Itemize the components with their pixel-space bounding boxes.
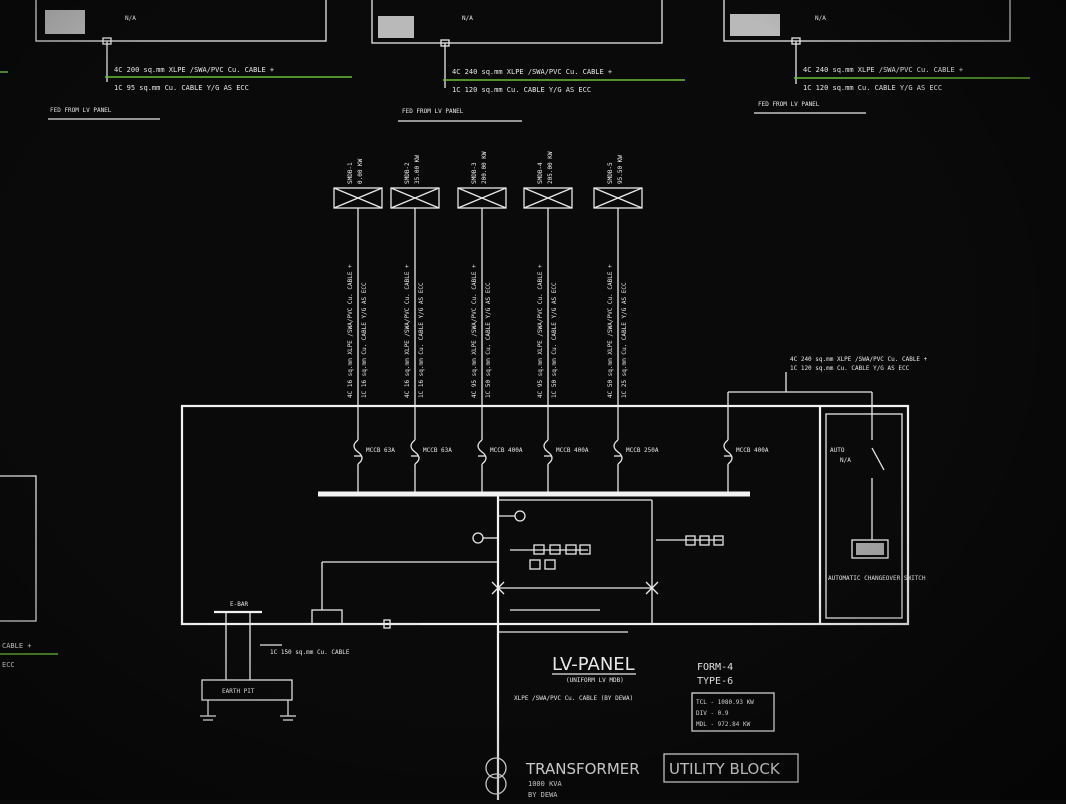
feeder-cable-4c: 4C 200 sq.mm XLPE /SWA/PVC Cu. CABLE + [114,66,274,74]
utility-block-label: UTILITY BLOCK [669,760,781,778]
breaker-4: MCCB 400A [543,406,589,494]
top-feeder-3: N/A 4C 240 sq.mm XLPE /SWA/PVC Cu. CABLE… [723,0,1030,114]
smdb-load: 205.00 KW [547,151,554,184]
incoming-cable-label: XLPE /SWA/PVC Cu. CABLE (BY DEWA) [514,695,633,702]
utility-block-box: UTILITY BLOCK [663,753,799,783]
top-feeder-2: N/A 4C 240 sq.mm XLPE /SWA/PVC Cu. CABLE… [371,0,685,122]
auto-label: AUTO [830,447,845,454]
feeder-cable-4c: 4C 240 sq.mm XLPE /SWA/PVC Cu. CABLE + [803,66,963,74]
breaker-rating: MCCB 400A [736,447,769,454]
breaker-6: MCCB 400A [723,406,769,494]
right-cable-line2: 1C 120 sq.mm Cu. CABLE Y/G AS ECC [790,365,910,372]
smdb-name: SMDB-4 [537,162,544,184]
fed-from-label: FED FROM LV PANEL [50,107,112,114]
smdb-cable: 4C 16 sq.mm XLPE /SWA/PVC Cu. CABLE + [404,264,411,398]
smdb-load: 0.00 KW [357,158,364,184]
ebar-label: E-BAR [230,601,248,608]
feeder-status: N/A [815,15,826,22]
transformer-section: TRANSFORMER 1000 KVA BY DEWA [485,757,640,799]
left-cable-label: CABLE + [2,642,32,650]
smdb-ecc: 1C 25 sq.mm Cu. CABLE Y/G AS ECC [621,282,628,398]
top-feeder-1: N/A 4C 200 sq.mm XLPE /SWA/PVC Cu. CABLE… [35,0,352,120]
lv-panel-title: LV-PANEL [552,654,635,675]
smdb-name: SMDB-3 [471,162,478,184]
breaker-5: MCCB 250A [613,406,659,494]
smdb-load: 35.00 KW [414,155,421,184]
earth-pit-label: EARTH PIT [222,688,255,695]
smdb-ecc: 1C 50 sq.mm Cu. CABLE Y/G AS ECC [551,282,558,398]
auto-changeover-section: AUTO N/A AUTOMATIC CHANGEOVER SWITCH [825,406,926,619]
feeder-cable-4c: 4C 240 sq.mm XLPE /SWA/PVC Cu. CABLE + [452,68,612,76]
lv-panel-enclosure [180,404,910,626]
transformer-by: BY DEWA [528,791,558,799]
smdb-name: SMDB-1 [347,162,354,184]
lv-panel-subtitle: (UNIFORM LV MDB) [566,677,624,684]
smdb-cable: 4C 95 sq.mm XLPE /SWA/PVC Cu. CABLE + [537,264,544,398]
smdb-name: SMDB-2 [404,162,411,184]
smdb-cable: 4C 50 sq.mm XLPE /SWA/PVC Cu. CABLE + [607,264,614,398]
type-label: TYPE-6 [697,676,733,687]
transformer-title: TRANSFORMER [525,760,640,778]
smdb-cable: 4C 95 sq.mm XLPE /SWA/PVC Cu. CABLE + [471,264,478,398]
auto-status: N/A [840,457,851,464]
feeder-cable-1c: 1C 120 sq.mm Cu. CABLE Y/G AS ECC [452,86,591,94]
breaker-1: MCCB 63A [353,406,395,494]
breaker-rating: MCCB 400A [556,447,589,454]
feeder-cable-1c: 1C 95 sq.mm Cu. CABLE Y/G AS ECC [114,84,249,92]
smdb-cable: 4C 16 sq.mm XLPE /SWA/PVC Cu. CABLE + [347,264,354,398]
form-label: FORM-4 [697,662,733,673]
smdb-ecc: 1C 50 sq.mm Cu. CABLE Y/G AS ECC [485,282,492,398]
load-mdl: MDL - 972.84 KW [696,721,751,728]
transformer-symbol [485,757,507,779]
feeder-status: N/A [462,15,473,22]
load-div: DIV - 0.9 [696,710,729,717]
left-edge-fragment: CABLE + ECC [0,71,58,669]
breaker-3: MCCB 400A [477,406,523,494]
left-ecc-label: ECC [2,661,15,669]
breaker-rating: MCCB 250A [626,447,659,454]
breaker-rating: MCCB 63A [423,447,452,454]
form-type-block: FORM-4 TYPE-6 [697,662,733,687]
breaker-2: MCCB 63A [410,406,452,494]
feeder-status: N/A [125,15,136,22]
breaker-rating: MCCB 400A [490,447,523,454]
metering-section [311,494,724,800]
breaker-rating: MCCB 63A [366,447,395,454]
load-tcl: TCL - 1080.93 KW [696,699,754,706]
right-outgoing-feeder: 4C 240 sq.mm XLPE /SWA/PVC Cu. CABLE + 1… [727,356,928,406]
smdb-ecc: 1C 16 sq.mm Cu. CABLE Y/G AS ECC [418,282,425,398]
load-summary-box: TCL - 1080.93 KW DIV - 0.9 MDL - 972.84 … [691,692,775,732]
auto-note: AUTOMATIC CHANGEOVER SWITCH [828,575,926,582]
transformer-rating: 1000 KVA [528,780,563,788]
feeder-cable-1c: 1C 120 sq.mm Cu. CABLE Y/G AS ECC [803,84,942,92]
smdb-load: 200.00 KW [481,151,488,184]
smdb-name: SMDB-5 [607,162,614,184]
ebar-cable: 1C 150 sq.mm Cu. CABLE [270,649,350,656]
smdb-load: 95.50 KW [617,155,624,184]
fed-from-label: FED FROM LV PANEL [758,101,820,108]
smdb-ecc: 1C 16 sq.mm Cu. CABLE Y/G AS ECC [361,282,368,398]
right-cable-line1: 4C 240 sq.mm XLPE /SWA/PVC Cu. CABLE + [790,356,928,363]
lv-panel-title-block: LV-PANEL (UNIFORM LV MDB) XLPE /SWA/PVC … [498,631,636,702]
earth-bar-section: E-BAR 1C 150 sq.mm Cu. CABLE EARTH PIT [200,601,420,721]
fed-from-label: FED FROM LV PANEL [402,108,464,115]
